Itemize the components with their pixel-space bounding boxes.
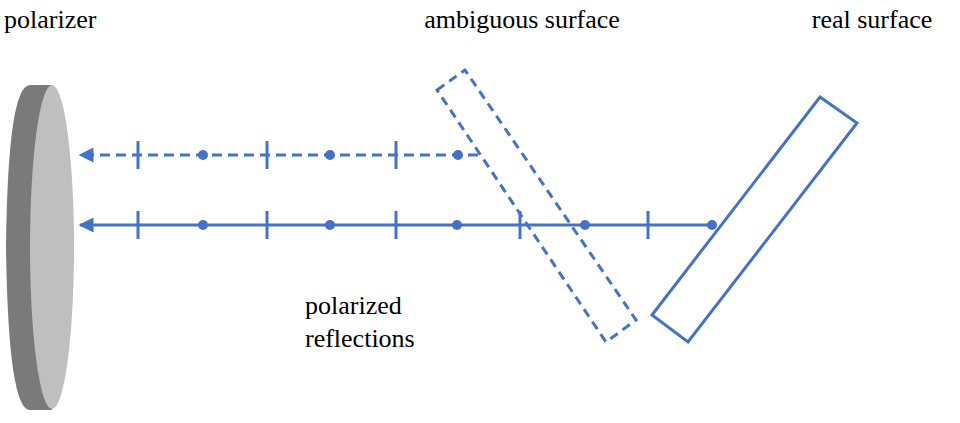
dashed-ray	[80, 155, 478, 156]
part-label: ambiguous surface	[424, 4, 620, 37]
tick-mark	[137, 211, 140, 239]
tick-mark	[647, 211, 650, 239]
dot-mark	[325, 150, 335, 160]
tick-mark	[266, 141, 269, 169]
polarizer-disc	[6, 85, 74, 410]
dot-mark	[580, 220, 590, 230]
caption-label: polarized reflections	[305, 290, 455, 355]
ambiguous-surface	[437, 70, 636, 342]
tick-mark	[137, 141, 140, 169]
dot-mark	[198, 220, 208, 230]
tick-mark	[395, 211, 398, 239]
dot-mark	[325, 220, 335, 230]
dot-mark	[707, 220, 717, 230]
tick-mark	[519, 211, 522, 239]
polarization-marks	[138, 141, 717, 239]
dot-mark	[198, 150, 208, 160]
part-label: real surface	[812, 4, 933, 37]
dot-mark	[452, 220, 462, 230]
tick-mark	[266, 211, 269, 239]
dot-mark	[453, 150, 463, 160]
tick-mark	[395, 141, 398, 169]
real-surface	[652, 97, 857, 342]
part-label: polarizer	[4, 4, 96, 37]
